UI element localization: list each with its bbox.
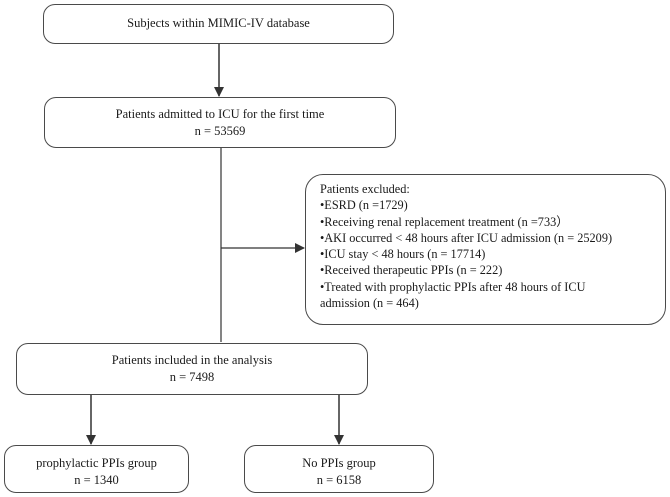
excluded-item-prophylactic-ppis-cont: admission (n = 464) <box>320 296 419 311</box>
subjects-label: Subjects within MIMIC-IV database <box>127 16 310 30</box>
first-icu-admission-box: Patients admitted to ICU for the first t… <box>44 97 396 148</box>
excluded-item-therapeutic-ppis: •Received therapeutic PPIs (n = 222) <box>320 263 503 278</box>
first-icu-label: Patients admitted to ICU for the first t… <box>115 107 325 121</box>
excluded-title: Patients excluded: <box>320 182 410 196</box>
excluded-patients-box: Patients excluded: •ESRD (n =1729) •Rece… <box>305 174 666 325</box>
prophylactic-label: prophylactic PPIs group <box>36 456 157 470</box>
included-count: n = 7498 <box>169 370 215 384</box>
prophylactic-ppis-group-box: prophylactic PPIs group n = 1340 <box>4 445 189 493</box>
excluded-item-icu-stay: •ICU stay < 48 hours (n = 17714) <box>320 247 486 262</box>
included-label: Patients included in the analysis <box>111 353 273 367</box>
no-ppis-group-box: No PPIs group n = 6158 <box>244 445 434 493</box>
included-patients-box: Patients included in the analysis n = 74… <box>16 343 368 395</box>
excluded-item-esrd: •ESRD (n =1729) <box>320 198 408 213</box>
prophylactic-count: n = 1340 <box>74 473 119 487</box>
first-icu-count: n = 53569 <box>194 124 246 138</box>
excluded-item-aki: •AKI occurred < 48 hours after ICU admis… <box>320 230 613 245</box>
subjects-box: Subjects within MIMIC-IV database <box>43 4 394 44</box>
no-ppi-count: n = 6158 <box>316 473 362 487</box>
excluded-item-renal-replacement: •Receiving renal replacement treatment (… <box>320 214 569 229</box>
excluded-item-prophylactic-ppis: •Treated with prophylactic PPIs after 48… <box>320 279 586 294</box>
no-ppi-label: No PPIs group <box>302 456 376 470</box>
